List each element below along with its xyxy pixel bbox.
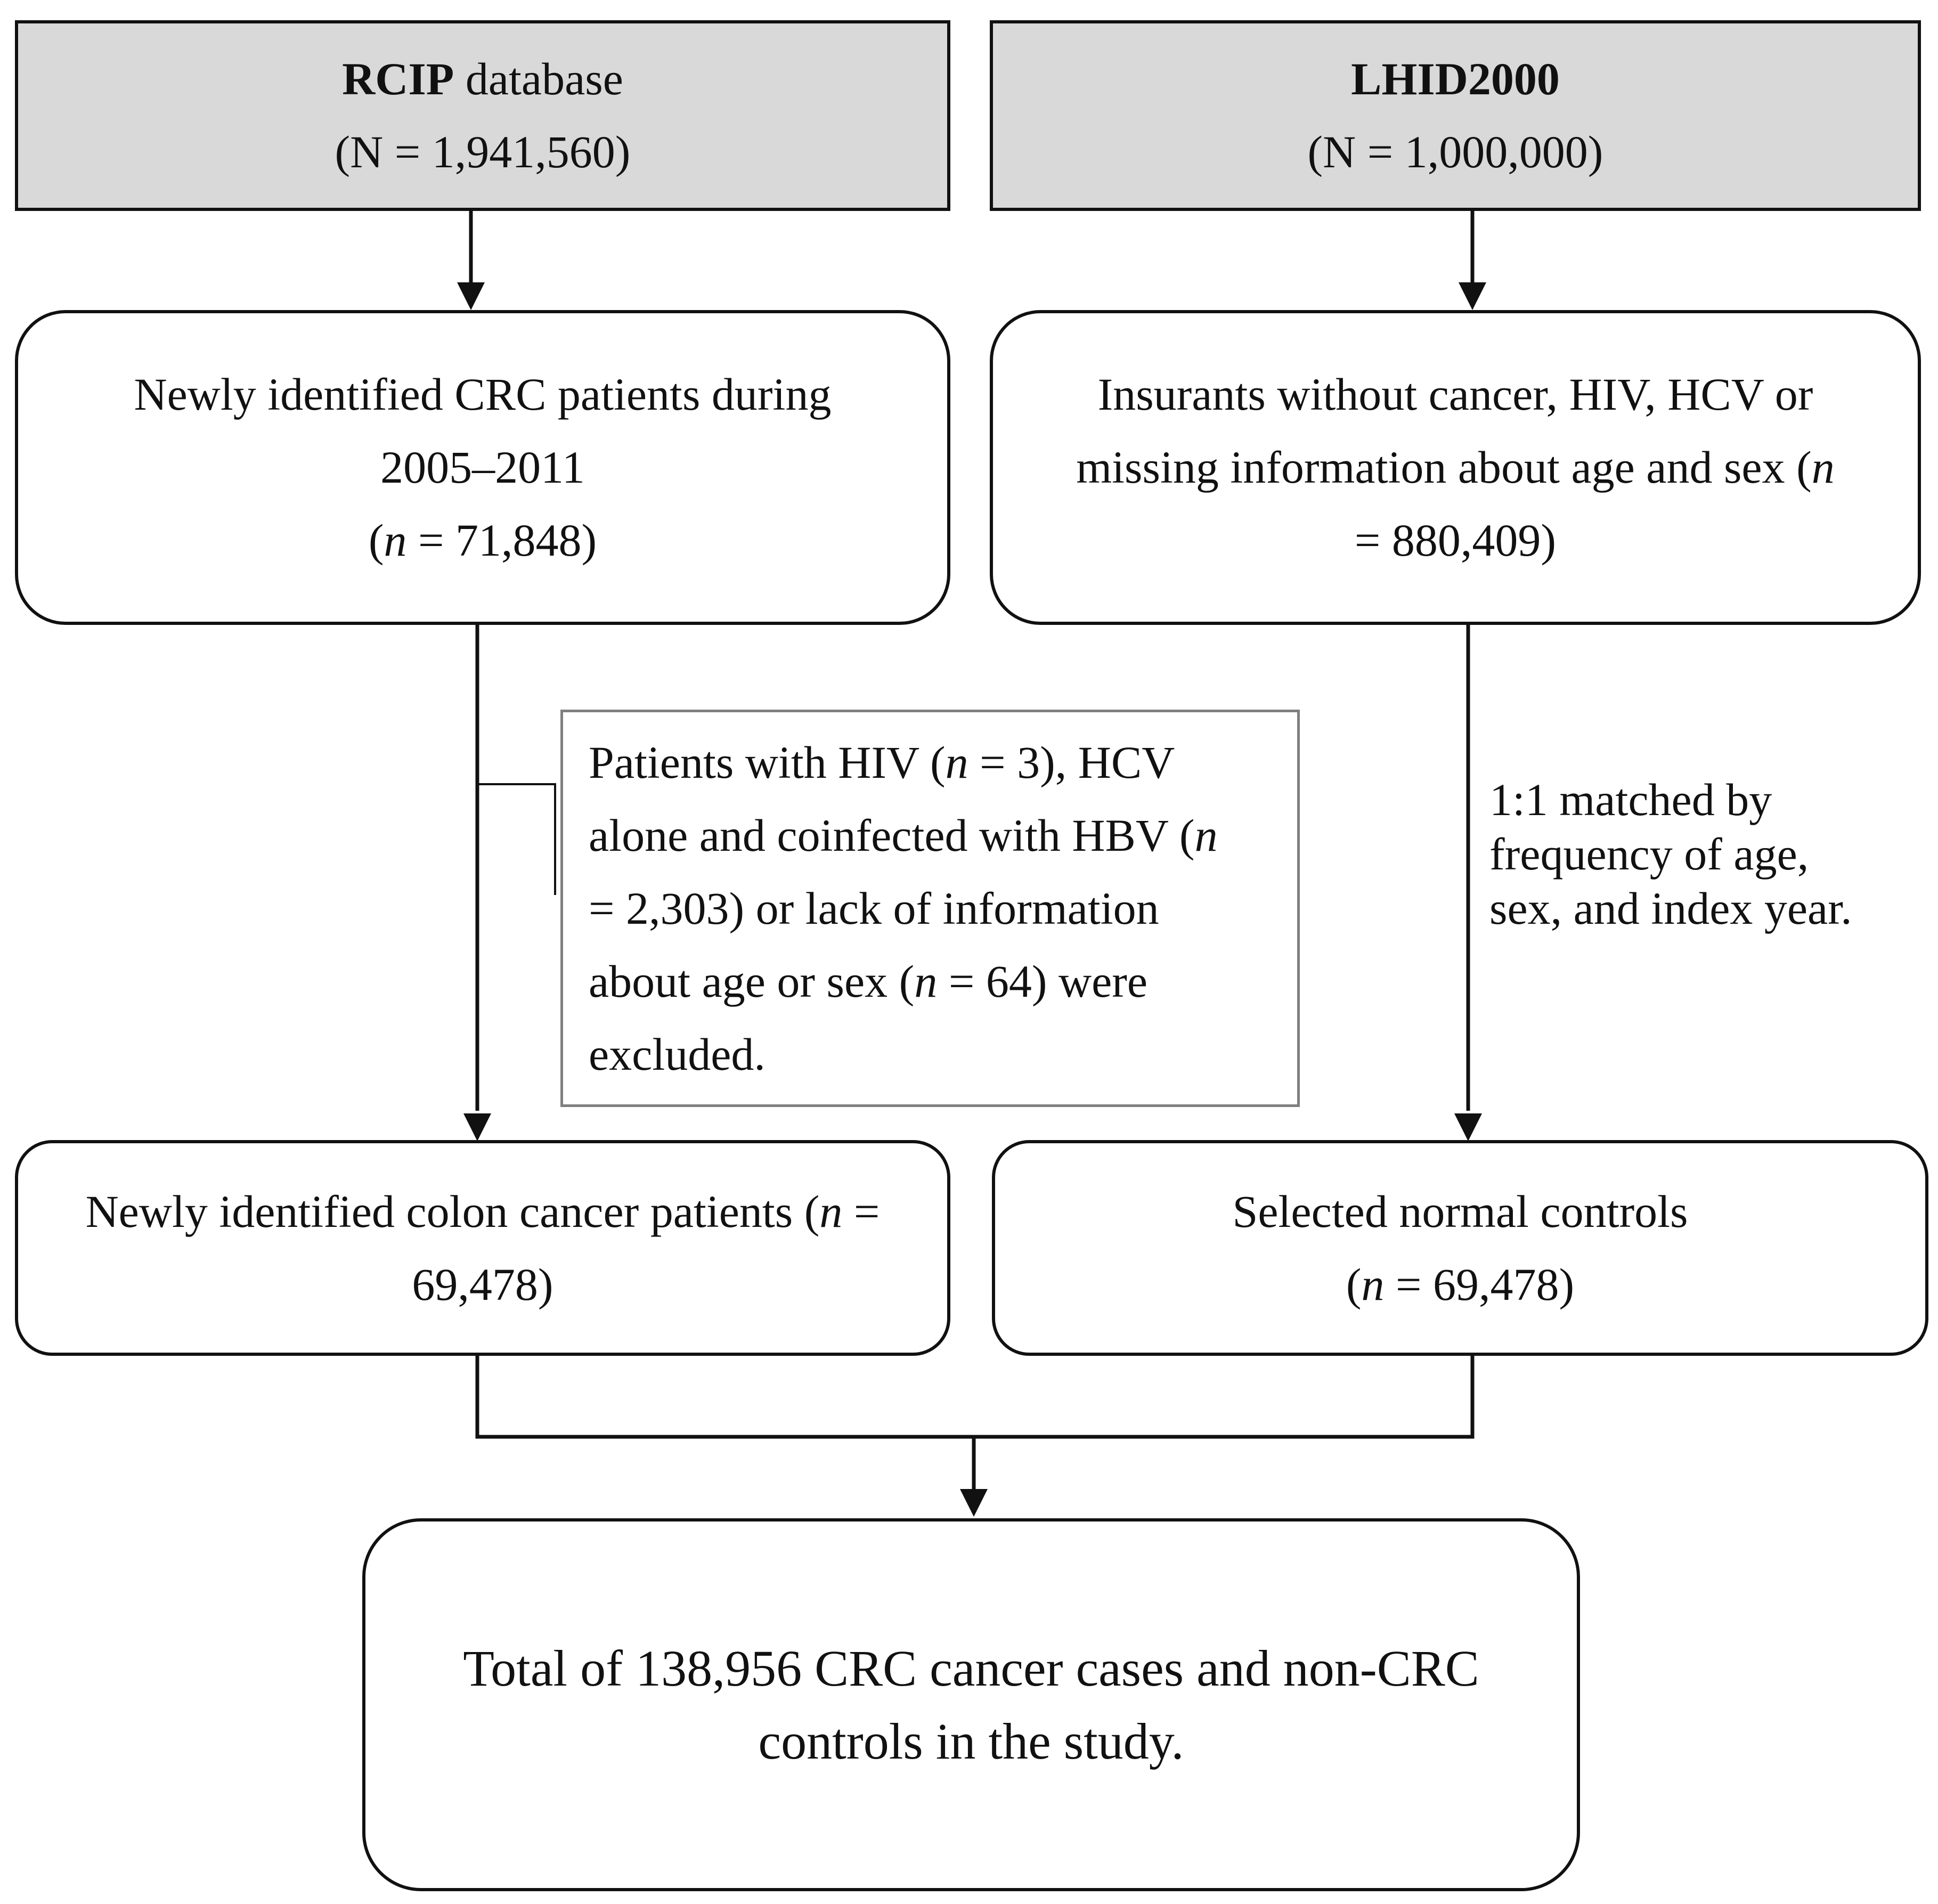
matching-note-line1: 1:1 matched by (1489, 774, 1772, 825)
lhid2000-count: (N = 1,000,000) (1307, 126, 1603, 177)
arrowhead-5 (960, 1489, 988, 1517)
insurants-box: Insurants without cancer, HIV, HCV or mi… (990, 310, 1921, 625)
merge-line (475, 1356, 1475, 1439)
matching-note-line3: sex, and index year. (1489, 883, 1852, 934)
arrowhead-4 (1454, 1113, 1482, 1141)
exclusion-line1: Patients with HIV (n = 3), HCV (589, 736, 1175, 788)
exclusion-branch (477, 783, 556, 895)
exclusion-line2: alone and coinfected with HBV (n (589, 809, 1218, 861)
total-line2: controls in the study. (758, 1713, 1184, 1770)
rcip-database-box: RCIP database (N = 1,941,560) (15, 20, 950, 211)
insurants-line2: missing information about age and sex (n (1076, 442, 1835, 493)
arrowhead-2 (1459, 282, 1486, 310)
colon-patients-line1: Newly identified colon cancer patients (… (85, 1185, 880, 1237)
matching-note: 1:1 matched by frequency of age, sex, an… (1489, 772, 1852, 935)
exclusion-line4: about age or sex (n = 64) were (589, 955, 1148, 1007)
insurants-line1: Insurants without cancer, HIV, HCV or (1097, 369, 1813, 420)
crc-patients-line1: Newly identified CRC patients during (134, 369, 832, 420)
crc-patients-box: Newly identified CRC patients during 200… (15, 310, 950, 625)
crc-patients-count: (n = 71,848) (368, 515, 597, 566)
rcip-title: RCIP database (342, 53, 623, 104)
controls-line1: Selected normal controls (1232, 1185, 1688, 1237)
colon-patients-line2: 69,478) (412, 1258, 553, 1310)
total-line1: Total of 138,956 CRC cancer cases and no… (463, 1640, 1479, 1697)
normal-controls-box: Selected normal controls (n = 69,478) (992, 1140, 1928, 1356)
lhid2000-box: LHID2000 (N = 1,000,000) (990, 20, 1921, 211)
controls-count: (n = 69,478) (1346, 1258, 1575, 1310)
rcip-count: (N = 1,941,560) (335, 126, 631, 177)
arrowhead-3 (463, 1113, 491, 1141)
study-total-box: Total of 138,956 CRC cancer cases and no… (362, 1518, 1580, 1891)
exclusion-line3: = 2,303) or lack of information (589, 882, 1159, 934)
arrowhead-1 (457, 282, 485, 310)
matching-note-line2: frequency of age, (1489, 828, 1809, 880)
exclusion-line5: excluded. (589, 1028, 766, 1080)
insurants-line3: = 880,409) (1354, 515, 1557, 566)
lhid2000-title: LHID2000 (1351, 53, 1560, 104)
colon-cancer-patients-box: Newly identified colon cancer patients (… (15, 1140, 950, 1356)
crc-patients-line2: 2005–2011 (380, 442, 585, 493)
exclusion-box: Patients with HIV (n = 3), HCV alone and… (560, 710, 1300, 1107)
